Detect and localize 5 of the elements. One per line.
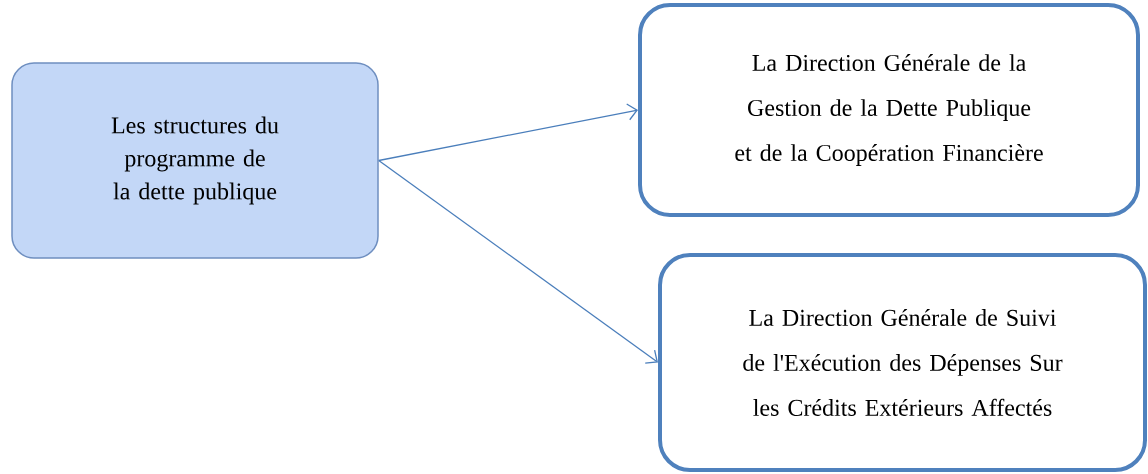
process-box: La Direction Générale de Suivi de l'Exécution des Dépenses Sur les Crédits Extérieurs Affectés xyxy=(658,253,1147,472)
process-box: Les structures du programme de la dette publique xyxy=(11,62,379,259)
arrow xyxy=(378,103,638,162)
arrow xyxy=(378,159,658,364)
process-box: La Direction Générale de la Gestion de la Dette Publique et de la Coopération Financière xyxy=(638,3,1140,217)
